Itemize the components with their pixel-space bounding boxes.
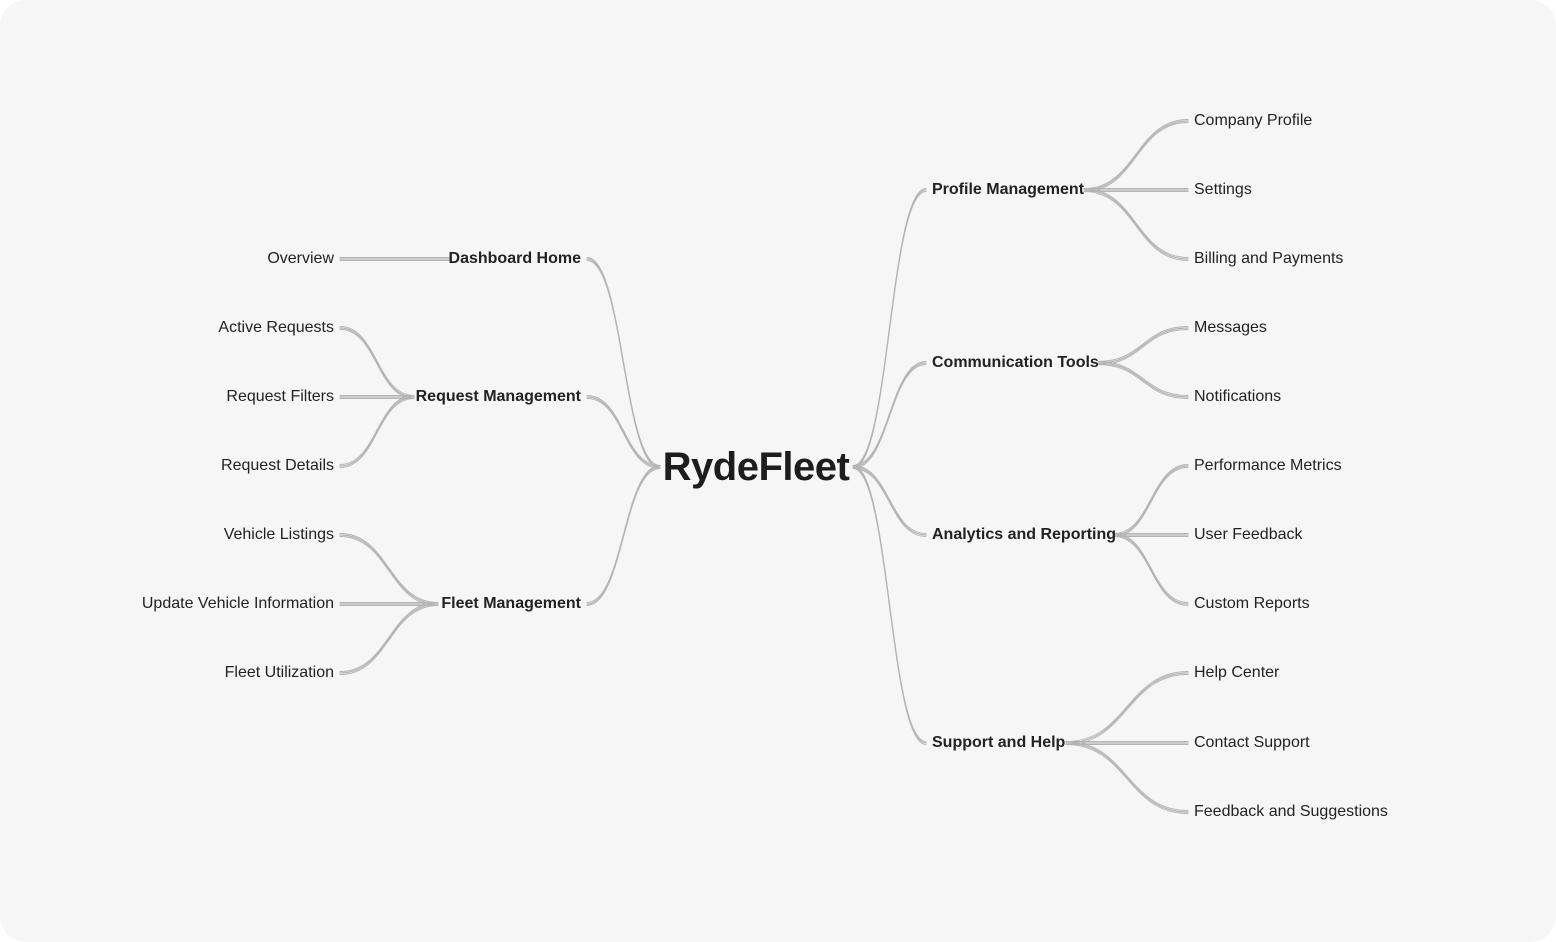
leaf-fleet-utilization[interactable]: Fleet Utilization <box>224 664 334 681</box>
connector-center-right-1 <box>852 361 927 469</box>
leaf-custom-reports[interactable]: Custom Reports <box>1194 595 1310 612</box>
connector-left-2-leaf-0 <box>339 533 439 606</box>
branch-request-management[interactable]: Request Management <box>415 388 581 405</box>
leaf-request-details[interactable]: Request Details <box>221 457 334 474</box>
leaf-active-requests[interactable]: Active Requests <box>218 319 334 336</box>
connector-left-0-leaf-0 <box>339 257 451 261</box>
connector-center-right-2 <box>852 465 927 537</box>
connector-center-right-0 <box>852 188 927 469</box>
branch-profile-management[interactable]: Profile Management <box>932 181 1085 198</box>
leaf-help-center[interactable]: Help Center <box>1194 664 1280 681</box>
leaf-vehicle-listings[interactable]: Vehicle Listings <box>223 526 334 543</box>
leaf-request-filters[interactable]: Request Filters <box>226 388 334 405</box>
connector-right-0-leaf-0 <box>1083 119 1189 192</box>
leaf-overview[interactable]: Overview <box>267 250 334 267</box>
connector-right-2-leaf-0 <box>1113 464 1189 537</box>
leaf-feedback-and-suggestions[interactable]: Feedback and Suggestions <box>1194 803 1388 820</box>
connector-right-0-leaf-2 <box>1083 188 1189 261</box>
branch-dashboard-home[interactable]: Dashboard Home <box>448 250 581 267</box>
leaf-settings[interactable]: Settings <box>1194 181 1252 198</box>
connector-right-2-leaf-2 <box>1113 533 1189 606</box>
leaf-company-profile[interactable]: Company Profile <box>1194 112 1313 129</box>
connector-right-1-leaf-0 <box>1097 326 1189 365</box>
connector-center-left-0 <box>586 257 661 469</box>
connector-right-3-leaf-2 <box>1065 741 1189 814</box>
connector-center-left-2 <box>586 465 661 606</box>
connector-right-0-leaf-1 <box>1083 188 1189 192</box>
leaf-performance-metrics[interactable]: Performance Metrics <box>1194 457 1342 474</box>
leaf-update-vehicle-information[interactable]: Update Vehicle Information <box>141 595 334 612</box>
connector-left-1-leaf-2 <box>339 395 415 468</box>
connector-left-1-leaf-0 <box>339 326 415 399</box>
leaf-user-feedback[interactable]: User Feedback <box>1194 526 1303 543</box>
leaf-contact-support[interactable]: Contact Support <box>1194 734 1310 751</box>
branch-communication-tools[interactable]: Communication Tools <box>932 354 1099 371</box>
connector-center-left-1 <box>586 395 661 469</box>
connector-right-3-leaf-0 <box>1065 671 1189 745</box>
connector-center-right-3 <box>852 465 927 745</box>
leaf-notifications[interactable]: Notifications <box>1194 388 1282 405</box>
connector-right-3-leaf-1 <box>1065 741 1189 745</box>
branch-fleet-management[interactable]: Fleet Management <box>441 595 581 612</box>
connector-left-2-leaf-2 <box>339 602 439 675</box>
branch-support-and-help[interactable]: Support and Help <box>932 734 1066 751</box>
branch-analytics-and-reporting[interactable]: Analytics and Reporting <box>932 526 1117 543</box>
center-node-rydefleet[interactable]: RydeFleet <box>662 445 850 489</box>
connector-right-1-leaf-1 <box>1097 361 1189 399</box>
leaf-billing-and-payments[interactable]: Billing and Payments <box>1194 250 1344 267</box>
leaf-messages[interactable]: Messages <box>1194 319 1267 336</box>
